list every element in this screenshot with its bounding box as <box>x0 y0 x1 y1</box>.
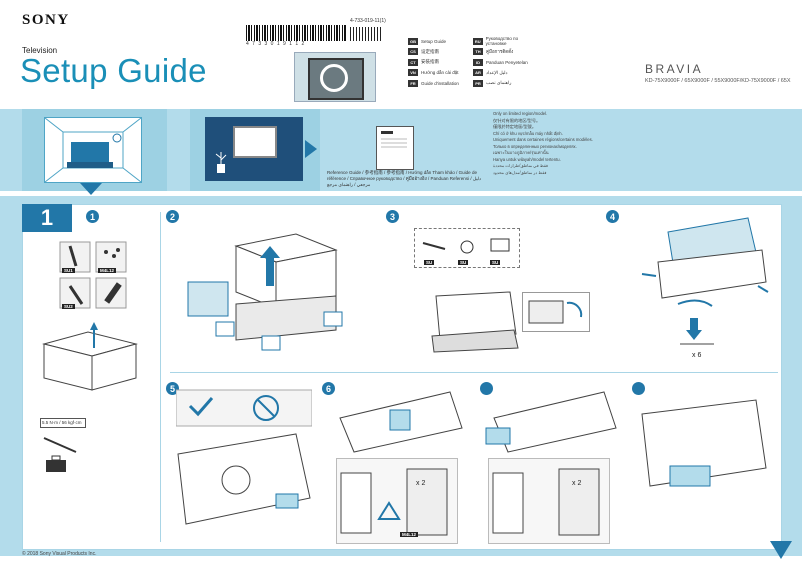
stand-attach-illustration-2 <box>484 388 624 454</box>
note-line: Only on limited region/model. <box>493 111 548 116</box>
page-title: Setup Guide <box>20 52 207 89</box>
divider <box>170 372 778 373</box>
substep-4: 4 <box>606 210 619 223</box>
room-drawing <box>44 117 142 183</box>
substep-8 <box>632 382 645 395</box>
box-illustration <box>40 322 140 392</box>
screw-detail-panel <box>336 458 458 544</box>
barcode-number: 4 7 3 3 0 1 9 1 1 2 <box>246 41 306 47</box>
no-touch-icon <box>320 64 348 92</box>
detail-inset <box>522 292 590 332</box>
clip-detail <box>668 296 728 352</box>
lift-box-illustration <box>186 226 352 354</box>
language-code: GB <box>408 37 418 45</box>
note-line: เฉพาะในบางภูมิภาค/รุ่นเท่านั้น <box>493 150 549 155</box>
product-type: Television <box>22 46 58 55</box>
language-code: AR <box>473 69 483 77</box>
arrow-down-icon <box>80 183 102 195</box>
plant-icon <box>214 150 228 174</box>
part-label: M4L12 <box>400 532 419 537</box>
part-label: SU <box>458 260 469 265</box>
region-notes: Only on limited region/model. 仅针对有限的地区/型… <box>493 111 683 176</box>
lift-tv-illustration <box>176 432 312 532</box>
substep-2: 2 <box>166 210 179 223</box>
substep-3: 3 <box>386 210 399 223</box>
screwdriver-icon <box>40 436 84 476</box>
room-illustration <box>44 117 142 183</box>
arrow-right-icon <box>305 140 317 158</box>
substep-7 <box>480 382 493 395</box>
language-code: CT <box>408 58 418 66</box>
note-line: Chỉ có ở khu vực/mẫu máy nhất định. <box>493 130 563 136</box>
quantity-label: x 6 <box>692 352 702 359</box>
copyright: © 2018 Sony Visual Products Inc. <box>22 551 97 557</box>
note-line: Uniquement dans certaines régions/certai… <box>493 137 593 142</box>
note-line: Hanya untuk wilayah/model tertentu. <box>493 156 561 162</box>
screw-detail-panel-2 <box>488 458 610 544</box>
language-label: Руководство по установке <box>485 36 519 47</box>
brand-logo: SONY <box>22 12 70 28</box>
part-label: M4L12 <box>98 268 117 273</box>
doc-code: 4-733-019-11(1) <box>350 18 386 24</box>
language-label: คู่มือการติดตั้ง <box>486 49 514 55</box>
part-label: SU <box>490 260 501 265</box>
language-label: Panduan Penyetelan <box>486 59 528 65</box>
reference-caption: Reference Guide / 参考指南 / 參考指南 / Hướng dẫ… <box>327 170 481 187</box>
place-tv-illustration <box>636 394 772 504</box>
substep-6: 6 <box>322 382 335 395</box>
quantity-label: x 2 <box>572 480 582 487</box>
secondary-barcode <box>350 27 382 41</box>
tv-in-box-illustration <box>430 290 520 354</box>
language-label: 安裝指南 <box>421 59 439 65</box>
divider <box>160 212 161 542</box>
language-code: RU <box>473 37 483 45</box>
remove-cover-illustration <box>638 212 770 302</box>
part-label: SU <box>424 260 435 265</box>
series-logo: BRAVIA <box>645 62 704 76</box>
note-line: فقط في مناطق/طرازات محددة <box>493 163 548 168</box>
language-label: دليل الإعداد <box>486 69 508 75</box>
note-line: Только в определенных регионах/моделях. <box>493 143 577 149</box>
language-code: TH <box>473 48 483 56</box>
torque-label: 5.5 N·m / 56 kgf·cm <box>40 418 86 429</box>
note-line: 仅针对有限的地区/型号。 <box>493 117 541 123</box>
language-code: FR <box>408 79 418 87</box>
model-list: KD-75X9000F / 65X9000F / 55X9000F/KD-75X… <box>645 78 791 84</box>
step-number: 1 <box>22 204 72 232</box>
substep-1: 1 <box>86 210 99 223</box>
language-label: Guide d'installation <box>421 80 459 86</box>
stand-attach-illustration <box>330 388 470 454</box>
part-label: SU2 <box>62 304 75 309</box>
language-code: CS <box>408 48 418 56</box>
barcode <box>246 25 346 41</box>
language-label: 设定指南 <box>421 48 439 54</box>
language-label: Hướng dẫn cài đặt <box>421 70 459 76</box>
wall-tv-icon <box>233 126 277 158</box>
language-code: VN <box>408 69 418 77</box>
language-code: ID <box>473 58 483 66</box>
language-label: راهنمای نصب <box>486 80 512 86</box>
accessories-illustration <box>56 238 132 312</box>
reference-book-icon <box>376 126 414 170</box>
note-line: فقط در مناطق/مدل‌های محدود <box>493 169 547 175</box>
part-label: SU1 <box>62 268 75 273</box>
quantity-label: x 2 <box>416 480 426 487</box>
language-label: Setup Guide <box>421 38 447 44</box>
language-code: PR <box>473 79 483 87</box>
note-line: 僅限於特定地區/型號。 <box>493 124 537 129</box>
check-panel <box>175 388 313 428</box>
